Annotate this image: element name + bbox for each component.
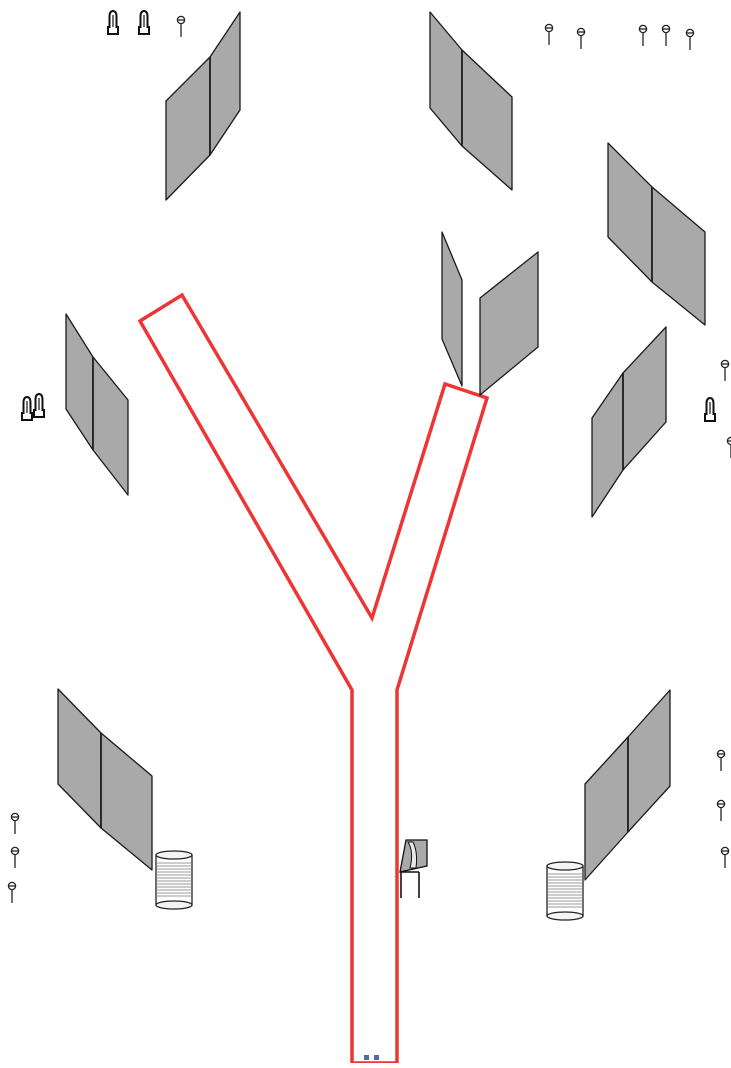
hinged-panel-mid-left [65,313,129,496]
pin-bottom-right-3 [720,846,730,869]
hinged-panel-bottom-right [584,689,671,881]
pin-top-left [176,15,186,38]
chair [399,839,428,898]
panel-center-right [479,251,539,396]
start-marker-left [364,1055,369,1060]
pin-top-right-2 [576,27,586,50]
pin-bottom-left-1 [10,812,20,835]
post-mid-left-1 [21,396,33,421]
hinged-panel-top-center [429,11,513,191]
hinged-panel-top-left [165,11,241,201]
pin-top-right-1 [544,23,554,46]
post-top-left-2 [138,10,150,35]
pin-bottom-left-2 [10,846,20,869]
post-mid-left-2 [33,393,45,418]
hinged-panel-bottom-left [57,688,153,871]
post-mid-right [704,397,716,422]
barrel-right [546,861,584,921]
hinged-panel-top-right [607,142,706,326]
pin-top-right-5 [685,28,695,51]
panel-center-small [441,231,463,387]
pin-top-right-4 [661,24,671,47]
pin-bottom-right-1 [716,749,726,772]
post-top-left-1 [107,10,119,35]
hinged-panel-mid-right [591,326,667,518]
pin-mid-right-2 [726,436,731,459]
pin-bottom-left-3 [7,881,17,904]
pin-mid-right-1 [720,359,730,382]
y-shaped-path [137,292,490,1065]
pin-top-right-3 [638,24,648,47]
pin-bottom-right-2 [716,799,726,822]
start-marker-right [374,1055,379,1060]
barrel-left [155,850,193,910]
